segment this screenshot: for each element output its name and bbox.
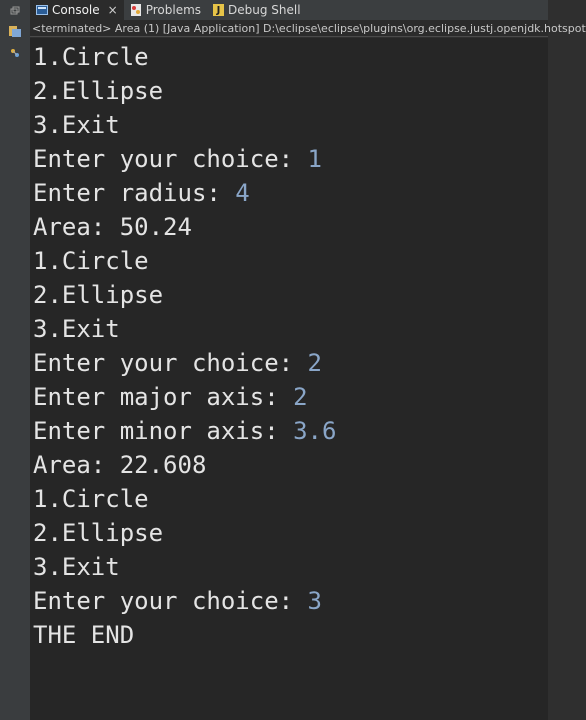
console-line: 2.Ellipse [33,74,548,108]
tab-problems[interactable]: Problems [124,0,207,20]
console-output-text: 2.Ellipse [33,519,164,547]
console-user-input: 3 [307,587,322,615]
tab-console[interactable]: Console × [30,0,124,20]
console-line: Enter your choice: 2 [33,346,548,380]
console-user-input: 1 [307,145,322,173]
console-line: Enter your choice: 3 [33,584,548,618]
console-user-input: 4 [235,179,250,207]
console-output-text: Enter minor axis: [33,417,294,445]
console-line: Area: 50.24 [33,210,548,244]
console-output-text: 2.Ellipse [33,77,164,105]
console-line: 2.Ellipse [33,516,548,550]
tab-debug-shell[interactable]: J Debug Shell [207,0,307,20]
console-output-text: THE END [33,621,135,649]
console-output-text: Enter your choice: [33,349,308,377]
console-output-text: 3.Exit [33,111,120,139]
console-line: Enter major axis: 2 [33,380,548,414]
tab-console-label: Console [52,3,100,17]
console-output-text: Enter your choice: [33,587,308,615]
console-output-text: 3.Exit [33,315,120,343]
console-user-input: 2 [293,383,308,411]
view-tab-bar: Console × Problems J Debug Shell [30,0,548,20]
display-selected-console-icon[interactable] [8,24,22,38]
console-line: Area: 22.608 [33,448,548,482]
console-line: 2.Ellipse [33,278,548,312]
console-output-text: Area: 22.608 [33,451,207,479]
console-output-text: Enter major axis: [33,383,294,411]
console-output-text: 1.Circle [33,43,149,71]
console-line: 3.Exit [33,108,548,142]
console-line: Enter radius: 4 [33,176,548,210]
pin-console-icon[interactable] [8,46,22,60]
close-icon[interactable]: × [107,3,118,17]
view-toolbar-gutter [0,0,30,720]
console-output-text: Enter radius: [33,179,236,207]
console-line: 3.Exit [33,312,548,346]
console-line: 3.Exit [33,550,548,584]
minimize-icon[interactable] [8,4,22,18]
tab-problems-label: Problems [145,3,202,17]
console-output-text: 3.Exit [33,553,120,581]
console-output-text: Area: 50.24 [33,213,192,241]
console-output-text: Enter your choice: [33,145,308,173]
problems-icon [130,3,142,17]
console-line: Enter minor axis: 3.6 [33,414,548,448]
tab-debug-shell-label: Debug Shell [228,3,301,17]
console-status-line: <terminated> Area (1) [Java Application]… [30,20,586,37]
console-user-input: 3.6 [293,417,337,445]
console-output-text: 1.Circle [33,485,149,513]
console-line: Enter your choice: 1 [33,142,548,176]
console-line: 1.Circle [33,482,548,516]
console-output-text: 2.Ellipse [33,281,164,309]
debug-shell-icon: J [213,4,225,16]
console-line: THE END [33,618,548,652]
console-output-text: 1.Circle [33,247,149,275]
console-line: 1.Circle [33,40,548,74]
console-line: 1.Circle [33,244,548,278]
console-user-input: 2 [307,349,322,377]
console-icon [36,5,48,15]
